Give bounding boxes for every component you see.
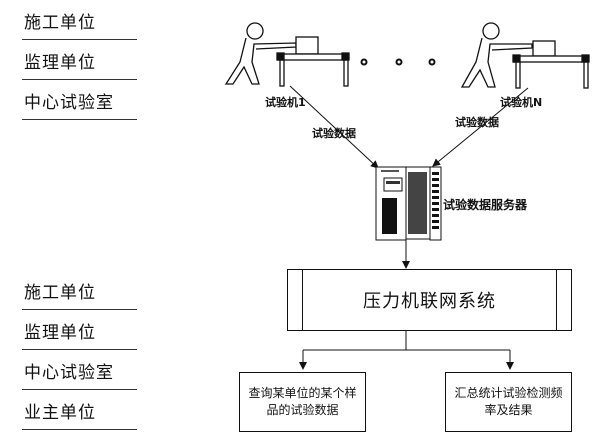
divider	[22, 389, 137, 390]
divider	[22, 309, 137, 310]
data-label-left: 试验数据	[312, 127, 356, 140]
unit-label: 中心试验室	[24, 93, 114, 113]
unit-item: 中心试验室	[22, 82, 142, 122]
output-box-summary: 汇总统计试验检测频率及结果	[445, 372, 572, 432]
unit-label: 业主单位	[24, 403, 96, 423]
unit-item: 中心试验室	[22, 352, 142, 392]
machine-n-label: 试验机N	[500, 96, 543, 109]
divider	[22, 119, 137, 120]
unit-label: 监理单位	[24, 53, 96, 73]
unit-label: 中心试验室	[24, 363, 114, 383]
unit-label: 监理单位	[24, 323, 96, 343]
server-icon	[375, 166, 442, 241]
divider	[22, 349, 137, 350]
bottom-unit-list: 施工单位 监理单位 中心试验室 业主单位	[22, 272, 142, 432]
connector-left-arrow	[289, 85, 379, 169]
unit-label: 施工单位	[24, 13, 96, 33]
unit-item: 监理单位	[22, 312, 142, 352]
server-label: 试验数据服务器	[443, 198, 528, 212]
unit-item: 业主单位	[22, 392, 142, 432]
test-machine-n-icon	[460, 22, 590, 89]
unit-item: 施工单位	[22, 2, 142, 42]
system-box-inner	[302, 270, 557, 330]
top-unit-list: 施工单位 监理单位 中心试验室	[22, 2, 142, 122]
unit-item: 施工单位	[22, 272, 142, 312]
unit-item: 监理单位	[22, 42, 142, 82]
output-summary-text: 汇总统计试验检测频率及结果	[454, 386, 563, 417]
divider	[22, 429, 137, 430]
divider	[22, 39, 137, 40]
connector-right-arrow	[432, 87, 529, 167]
divider	[22, 79, 137, 80]
system-box: 压力机联网系统	[287, 269, 572, 331]
unit-label: 施工单位	[24, 283, 96, 303]
output-query-text: 查询某单位的某个样品的试验数据	[248, 386, 357, 417]
system-title: 压力机联网系统	[363, 291, 496, 312]
data-label-right: 试验数据	[455, 116, 499, 129]
branch-connector	[299, 330, 514, 370]
machine-1-label: 试验机1	[265, 96, 306, 109]
test-machine-1-icon	[224, 22, 350, 87]
output-box-query: 查询某单位的某个样品的试验数据	[239, 372, 366, 432]
ellipsis-icon	[360, 58, 436, 66]
